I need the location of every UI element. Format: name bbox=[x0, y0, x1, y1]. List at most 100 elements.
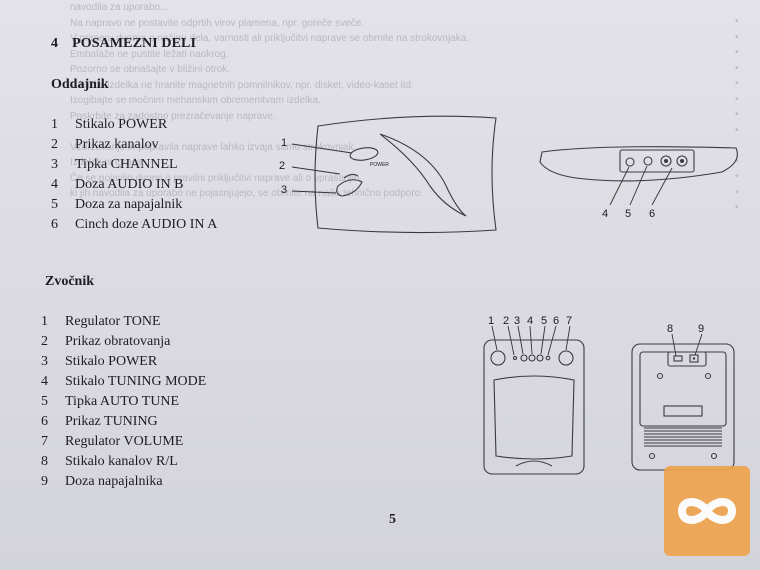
callout-line bbox=[491, 325, 498, 351]
transmitter-top-view: POWER bbox=[314, 115, 497, 234]
rear-panel bbox=[639, 351, 727, 427]
transmitter-body-outline bbox=[314, 115, 497, 234]
bleed-line: Izogibajte se močnim mehanskim obremenit… bbox=[70, 95, 321, 106]
list-item: 9 Doza napajalnika bbox=[41, 472, 206, 492]
bleed-line: Pozorno se obnašajte v bližini otrok. bbox=[70, 64, 231, 75]
page-number: 5 bbox=[389, 512, 396, 527]
watermark-logo bbox=[664, 466, 750, 556]
item-label: Stikalo POWER bbox=[75, 117, 168, 132]
item-number: 8 bbox=[41, 454, 48, 469]
list-item: 1 Stikalo POWER bbox=[51, 115, 217, 135]
bleed-line: Embalaže ne pustite ležati naokrog. bbox=[70, 48, 229, 60]
callout-line bbox=[629, 165, 648, 206]
transmitter-rear-view bbox=[539, 146, 738, 182]
power-adapter-jack bbox=[643, 156, 653, 166]
callout-line bbox=[291, 143, 353, 154]
cinch-jack-right bbox=[676, 155, 688, 167]
callout-line bbox=[694, 333, 703, 356]
power-led bbox=[512, 355, 518, 361]
screw-top-left bbox=[656, 372, 664, 380]
item-number: 9 bbox=[41, 474, 48, 489]
callout-label: 7 bbox=[566, 315, 572, 327]
power-socket bbox=[689, 354, 699, 363]
channel-switch bbox=[673, 355, 683, 362]
item-label: Tipka AUTO TUNE bbox=[65, 394, 180, 409]
speaker-front-view bbox=[483, 339, 585, 475]
callout-line bbox=[529, 325, 533, 355]
item-number: 6 bbox=[51, 217, 58, 232]
screw-top-right bbox=[704, 372, 712, 380]
channel-button-shape bbox=[336, 179, 363, 197]
transmitter-heading: Oddajnik bbox=[51, 77, 109, 92]
item-number: 4 bbox=[41, 374, 48, 389]
speaker-handle bbox=[515, 460, 553, 467]
item-label: Stikalo TUNING MODE bbox=[65, 374, 207, 389]
power-switch-shape bbox=[349, 147, 379, 161]
callout-label: 6 bbox=[649, 208, 655, 220]
item-number: 5 bbox=[41, 394, 48, 409]
section-title: POSAMEZNI DELI bbox=[72, 36, 197, 51]
item-label: Prikaz TUNING bbox=[65, 414, 158, 429]
callout-label: 2 bbox=[279, 160, 285, 172]
callout-label: 9 bbox=[698, 323, 704, 335]
item-number: 5 bbox=[51, 197, 58, 212]
screw-bottom-right bbox=[710, 452, 718, 460]
audio-in-b-jack bbox=[625, 157, 635, 167]
screw-bottom-left bbox=[648, 452, 656, 460]
auto-tune-button bbox=[536, 354, 544, 362]
bleed-line: Če se pojavijo dvomi o pravilni priključ… bbox=[70, 172, 363, 184]
item-number: 3 bbox=[41, 354, 48, 369]
item-label: Tipka CHANNEL bbox=[75, 157, 178, 172]
callout-line bbox=[547, 325, 557, 356]
callout-line bbox=[517, 325, 524, 355]
item-number: 1 bbox=[51, 117, 58, 132]
callout-label: 5 bbox=[541, 315, 547, 327]
tuning-mode-switch bbox=[528, 354, 536, 362]
cinch-jack-right-center bbox=[680, 159, 684, 163]
rear-connector-panel bbox=[619, 149, 695, 173]
item-number: 1 bbox=[41, 314, 48, 329]
speaker-grille bbox=[493, 375, 575, 460]
item-label: Regulator TONE bbox=[65, 314, 161, 329]
item-label: Regulator VOLUME bbox=[65, 434, 184, 449]
item-label: Cinch doze AUDIO IN A bbox=[75, 217, 218, 232]
callout-line bbox=[291, 166, 341, 175]
callout-line bbox=[565, 325, 571, 351]
callout-label: 4 bbox=[602, 208, 608, 220]
bleed-line: Izdelek ni igrača. bbox=[70, 157, 146, 168]
callout-label: 8 bbox=[667, 323, 673, 335]
bleed-through-text: navodila za uporabo... Na napravo ne pos… bbox=[70, 0, 760, 202]
item-number: 4 bbox=[51, 177, 58, 192]
transmitter-swoosh bbox=[379, 133, 467, 217]
callout-line bbox=[671, 333, 677, 357]
bleed-line: Vzdrževanje in popravila naprave lahko i… bbox=[70, 141, 357, 153]
speaker-rear-view bbox=[631, 343, 735, 471]
callout-label: 5 bbox=[625, 208, 631, 220]
callout-line bbox=[507, 325, 515, 356]
cinch-jack-left-center bbox=[664, 159, 668, 163]
power-socket-pin bbox=[692, 357, 696, 360]
item-label: Doza napajalnika bbox=[65, 474, 163, 489]
bleed-bullets: ••••••• • •••• bbox=[735, 16, 739, 213]
item-number: 2 bbox=[41, 334, 48, 349]
bleed-line: Poskrbite za zadostno prezračevanje napr… bbox=[70, 110, 276, 122]
callout-line bbox=[291, 190, 337, 194]
power-switch bbox=[520, 354, 528, 362]
bleed-line: V bližini izdelka ne hranite magnetnih p… bbox=[70, 79, 414, 91]
rear-vent-slots bbox=[644, 427, 722, 447]
item-number: 7 bbox=[41, 434, 48, 449]
item-label: Doza AUDIO IN B bbox=[75, 177, 184, 192]
power-mini-label: POWER bbox=[370, 162, 389, 168]
bleed-line: Na napravo ne postavite odprtih virov pl… bbox=[70, 17, 365, 29]
list-item: 4 Doza AUDIO IN B bbox=[51, 175, 217, 195]
